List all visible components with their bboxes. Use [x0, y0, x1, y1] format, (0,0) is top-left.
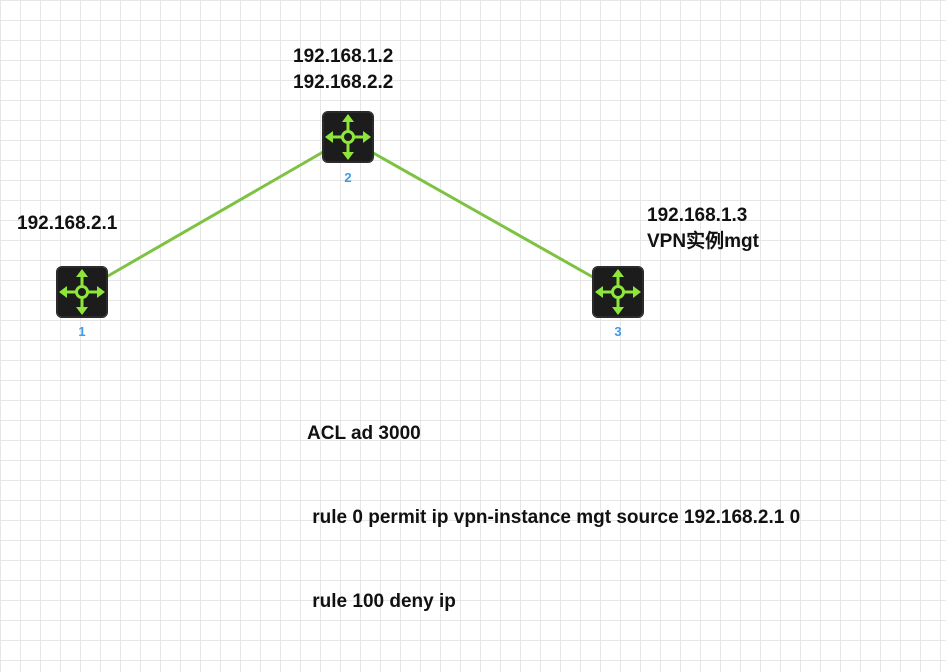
device-1[interactable] [56, 266, 108, 318]
router-icon [56, 266, 108, 318]
acl-rule: rule 0 permit ip vpn-instance mgt source… [307, 507, 801, 528]
device-3-address-label: 192.168.1.3 VPN实例mgt [647, 203, 759, 255]
device-1-address-label: 192.168.2.1 [17, 211, 117, 237]
device-id-label: 1 [78, 324, 86, 339]
acl-rule: rule 100 deny ip [307, 591, 456, 612]
ip-address-text: 192.168.2.1 [17, 213, 118, 234]
device-2-address-label: 192.168.1.2 192.168.2.2 [293, 44, 393, 96]
ip-address-text: 192.168.1.2 [293, 46, 394, 67]
vpn-instance-text: VPN实例mgt [647, 231, 759, 252]
router-icon [322, 111, 374, 163]
acl-config-text: ACL ad 3000 rule 0 permit ip vpn-instanc… [307, 364, 800, 672]
link-device1-device2[interactable] [99, 146, 332, 282]
device-3[interactable] [592, 266, 644, 318]
links-layer [99, 146, 600, 282]
device-2[interactable] [322, 111, 374, 163]
ip-address-text: 192.168.2.2 [293, 72, 394, 93]
topology-canvas: 2 1 [17, 44, 800, 612]
router-icon [592, 266, 644, 318]
link-device2-device3[interactable] [366, 148, 600, 282]
acl-title: ACL ad 3000 [307, 423, 421, 444]
device-id-label: 3 [614, 324, 622, 339]
device-id-label: 2 [344, 170, 352, 185]
ip-address-text: 192.168.1.3 [647, 205, 748, 226]
